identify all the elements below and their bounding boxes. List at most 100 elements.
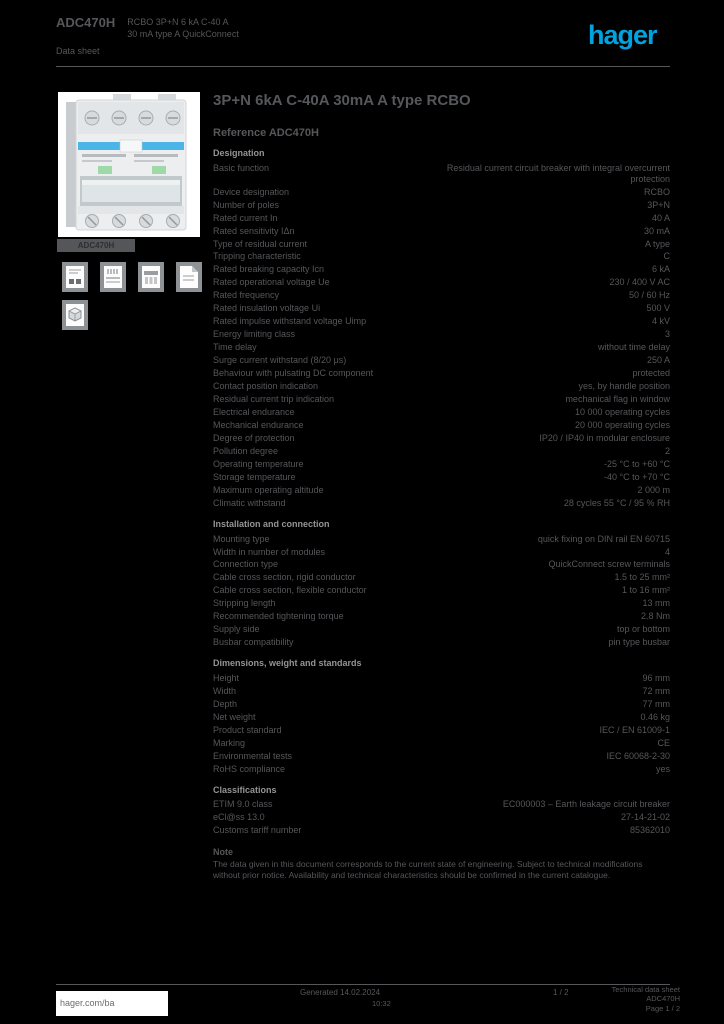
spec-label: Rated current In: [213, 212, 278, 223]
spec-label: Energy limiting class: [213, 329, 296, 340]
spec-value: 2.8 Nm: [640, 611, 670, 622]
spec-row: Residual current trip indication mechanic…: [213, 393, 670, 406]
dimensioned-drawing-icon[interactable]: [62, 262, 88, 292]
section-heading: Installation and connection: [213, 518, 330, 529]
spec-value: EC000003 – Earth leakage circuit breaker: [502, 799, 670, 810]
spec-label: Stripping length: [213, 598, 276, 609]
document-thumbnails: [62, 262, 202, 292]
spec-label: Rated insulation voltage Ui: [213, 303, 321, 314]
spec-value: 50 / 60 Hz: [628, 290, 670, 301]
spec-row: Operating temperature -25 °C to +60 °C: [213, 458, 670, 471]
spec-value: yes: [655, 763, 670, 774]
spec-value: 0.46 kg: [640, 711, 670, 722]
spec-row: Mounting type quick fixing on DIN rail EN…: [213, 533, 670, 546]
spec-label: Cable cross section, flexible conductor: [213, 585, 367, 596]
spec-value: yes, by handle position: [578, 381, 670, 392]
spec-value: top or bottom: [616, 624, 670, 635]
header-description-line2: 30 mA type A QuickConnect: [127, 29, 239, 40]
spec-value: 4: [664, 546, 670, 557]
spec-value: mechanical flag in window: [565, 394, 670, 405]
footer-divider: [56, 984, 670, 985]
spec-label: Rated operational voltage Ue: [213, 277, 330, 288]
spec-value: 1 to 16 mm²: [621, 585, 670, 596]
spec-label: Operating temperature: [213, 458, 304, 469]
header-product-description: RCBO 3P+N 6 kA C-40 A 30 mA type A Quick…: [127, 16, 277, 40]
spec-row: ETIM 9.0 class EC000003 – Earth leakage c…: [213, 798, 670, 811]
spec-label: Climatic withstand: [213, 497, 286, 508]
spec-value: -40 °C to +70 °C: [604, 471, 670, 482]
spec-label: Mechanical endurance: [213, 420, 304, 431]
spec-value: -25 °C to +60 °C: [604, 458, 670, 469]
spec-value: 10 000 operating cycles: [574, 407, 670, 418]
spec-value: 250 A: [646, 355, 670, 366]
spec-label: Customs tariff number: [213, 825, 302, 836]
footer-right-line2: ADC470H: [646, 994, 680, 1004]
spec-label: Height: [213, 672, 240, 683]
spec-label: RoHS compliance: [213, 763, 286, 774]
cad-drawing-icon[interactable]: [62, 300, 88, 330]
spec-label: Pollution degree: [213, 446, 279, 456]
pdf-document-icon[interactable]: [176, 262, 202, 292]
spec-row: Cable cross section, rigid conductor 1.5 …: [213, 571, 670, 584]
spec-row: Rated current In 40 A: [213, 212, 670, 225]
spec-value: 40 A: [651, 212, 670, 223]
spec-label: Type of residual current: [213, 238, 308, 249]
footer-generated-text: Generated 14.02.2024: [300, 988, 381, 997]
footer-url-box: hager.com/ba: [56, 991, 168, 1016]
spec-label: Recommended tightening torque: [213, 611, 344, 622]
spec-label: Cable cross section, rigid conductor: [213, 572, 356, 583]
spec-label: Surge current withstand (8/20 μs): [213, 355, 347, 366]
spec-row: Storage temperature-40 °C to +70 °C: [213, 471, 670, 484]
spec-row: Recommended tightening torque 2.8 Nm: [213, 610, 670, 623]
spec-label: Rated frequency: [213, 290, 280, 301]
spec-label: eCl@ss 13.0: [213, 812, 265, 823]
spec-label: Mounting type: [213, 533, 270, 544]
section-heading: Designation: [213, 148, 265, 158]
spec-value: quick fixing on DIN rail EN 60715: [537, 533, 670, 544]
note-text: The data given in this document correspo…: [213, 859, 643, 881]
spec-label: Rated sensitivity IΔn: [213, 225, 295, 236]
footer-website-link[interactable]: hager.com/ba: [60, 998, 115, 1008]
footer-generated-time: 10:32: [372, 999, 391, 1008]
spec-label: Residual current trip indication: [213, 394, 335, 405]
spec-label: Device designation: [213, 186, 290, 197]
spec-label: ETIM 9.0 class: [213, 799, 273, 810]
spec-value: 27-14-21-02: [620, 812, 670, 823]
spec-value: 3P+N: [647, 199, 670, 210]
spec-label: Electrical endurance: [213, 407, 295, 418]
header: ADC470H RCBO 3P+N 6 kA C-40 A 30 mA type…: [56, 15, 476, 56]
spec-value: protected: [632, 368, 670, 379]
spec-label: Time delay: [213, 342, 257, 353]
spec-value: 2 000 m: [637, 484, 670, 495]
spec-value: 1.5 to 25 mm²: [614, 572, 670, 583]
spec-value: QuickConnect screw terminals: [548, 559, 670, 570]
spec-label: Rated impulse withstand voltage Uimp: [213, 316, 367, 327]
spec-label: Tripping characteristic: [213, 251, 301, 262]
spec-value: Residual current circuit breaker with in…: [446, 162, 670, 184]
characteristic-curve-icon[interactable]: [138, 262, 164, 292]
footer-right-block: Technical data sheet ADC470H Page 1 / 2: [598, 985, 680, 1013]
spec-value: 6 kA: [651, 264, 670, 275]
spec-value: pin type busbar: [608, 637, 670, 648]
spec-label: Contact position indication: [213, 381, 319, 392]
spec-row: eCl@ss 13.0 27-14-21-02: [213, 811, 670, 824]
spec-value: without time delay: [597, 342, 670, 353]
spec-value: 230 / 400 V AC: [609, 277, 670, 288]
wiring-diagram-icon[interactable]: [100, 262, 126, 292]
spec-value: 72 mm: [642, 685, 670, 696]
